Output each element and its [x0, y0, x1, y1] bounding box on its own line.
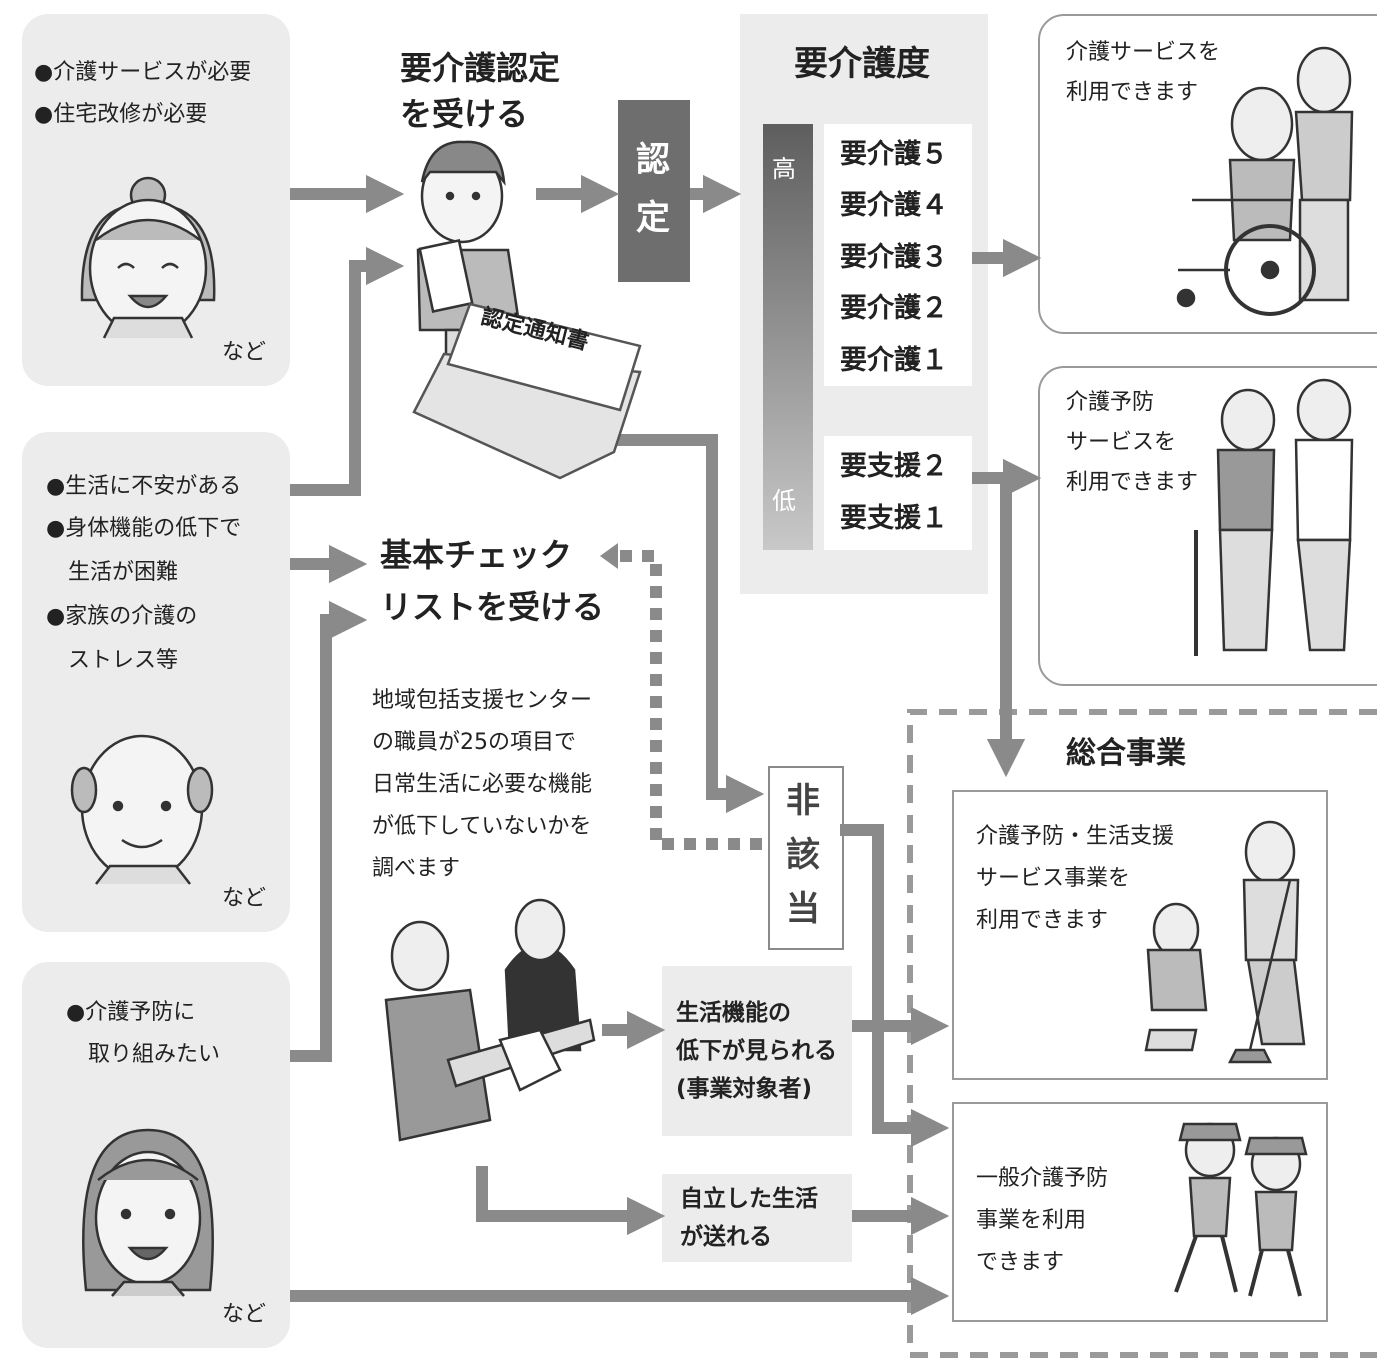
- support-levels-box: [824, 436, 972, 550]
- care-level-1: 要介護１: [840, 345, 948, 376]
- comprehensive-2-text-2: 事業を利用: [976, 1208, 1087, 1233]
- care-level-title: 要介護度: [794, 44, 930, 84]
- checklist-title-1: 基本チェック: [380, 536, 573, 574]
- care-level-3: 要介護３: [840, 242, 948, 273]
- need-item-family: ●家族の介護の: [46, 604, 198, 629]
- checklist-title-2: リストを受ける: [380, 588, 605, 626]
- care-level-2: 要介護２: [840, 293, 948, 324]
- not-applicable-char-3: 当: [786, 889, 820, 929]
- comprehensive-1-text-3: 利用できます: [976, 908, 1109, 933]
- decline-text-3: (事業対象者): [676, 1076, 813, 1102]
- arrow-interview-to-independent: [476, 1166, 666, 1236]
- checklist-desc-2: の職員が25の項目で: [372, 730, 576, 755]
- comprehensive-1-text-2: サービス事業を: [976, 866, 1131, 891]
- arrow-anxiety-to-cert: [290, 246, 405, 496]
- prevention-text-1: 介護予防: [1066, 390, 1155, 415]
- decline-text-2: 低下が見られる: [676, 1038, 837, 1064]
- interview-illustration: [384, 898, 596, 1142]
- support-level-2: 要支援２: [840, 451, 948, 482]
- etc-label-1: など: [222, 340, 267, 365]
- care-service-text-1: 介護サービスを: [1066, 40, 1221, 65]
- comprehensive-2-text-1: 一般介護予防: [976, 1166, 1109, 1191]
- support-level-1: 要支援１: [840, 503, 948, 534]
- need-item-anxiety: ●生活に不安がある: [46, 474, 242, 499]
- high-label: 高: [772, 155, 796, 183]
- decline-text-1: 生活機能の: [676, 1000, 791, 1026]
- care-level-gradient-bar: [763, 124, 813, 550]
- etc-label-3: など: [222, 1302, 267, 1327]
- prevention-text-2: サービスを: [1066, 430, 1177, 455]
- independent-box: [662, 1174, 852, 1262]
- checklist-desc-3: 日常生活に必要な機能: [372, 772, 593, 797]
- need-item-family-cont: ストレス等: [68, 648, 179, 673]
- not-applicable-char-2: 該: [786, 835, 820, 875]
- care-level-5: 要介護５: [840, 139, 948, 170]
- checklist-desc-1: 地域包括支援センター: [372, 688, 593, 713]
- decline-box: [662, 966, 852, 1136]
- certification-char-2: 定: [636, 198, 670, 238]
- document-label: 認定通知書: [478, 304, 591, 356]
- low-label: 低: [772, 487, 796, 515]
- comprehensive-title: 総合事業: [1066, 736, 1186, 771]
- cert-title-2: を受ける: [400, 95, 529, 133]
- care-level-4: 要介護４: [840, 190, 948, 221]
- comprehensive-2-text-3: できます: [976, 1250, 1065, 1275]
- etc-label-2: など: [222, 886, 267, 911]
- certification-box: [618, 100, 690, 282]
- independent-text-1: 自立した生活: [680, 1186, 818, 1212]
- need-item-prevention: ●介護予防に: [66, 1000, 196, 1025]
- arrow-not-applicable-to-checklist: [616, 550, 762, 850]
- care-levels-box: [824, 124, 972, 386]
- arrow-notice-to-not-applicable: [586, 434, 765, 814]
- arrow-not-applicable-to-comprehensive: [840, 824, 950, 1148]
- prevention-text-3: 利用できます: [1066, 470, 1199, 495]
- staff-illustration: [416, 140, 522, 372]
- cert-title-1: 要介護認定: [400, 49, 561, 87]
- arrow-prevention-to-checklist: [290, 600, 368, 1062]
- need-item-care-service: ●介護サービスが必要: [34, 60, 252, 85]
- checklist-desc-4: が低下していないかを: [372, 814, 592, 839]
- checklist-desc-5: 調べます: [372, 856, 461, 881]
- independent-text-2: が送れる: [680, 1224, 772, 1250]
- certificate-illustration: 認定通知書: [412, 302, 642, 480]
- care-service-text-2: 利用できます: [1066, 80, 1199, 105]
- comprehensive-1-text-1: 介護予防・生活支援: [976, 824, 1175, 849]
- need-item-physical-decline-cont: 生活が困難: [68, 560, 179, 585]
- need-item-home-renovation: ●住宅改修が必要: [34, 102, 208, 127]
- certification-char-1: 認: [636, 140, 670, 180]
- need-item-prevention-cont: 取り組みたい: [88, 1042, 221, 1067]
- need-item-physical-decline: ●身体機能の低下で: [46, 516, 242, 541]
- not-applicable-char-1: 非: [786, 781, 820, 821]
